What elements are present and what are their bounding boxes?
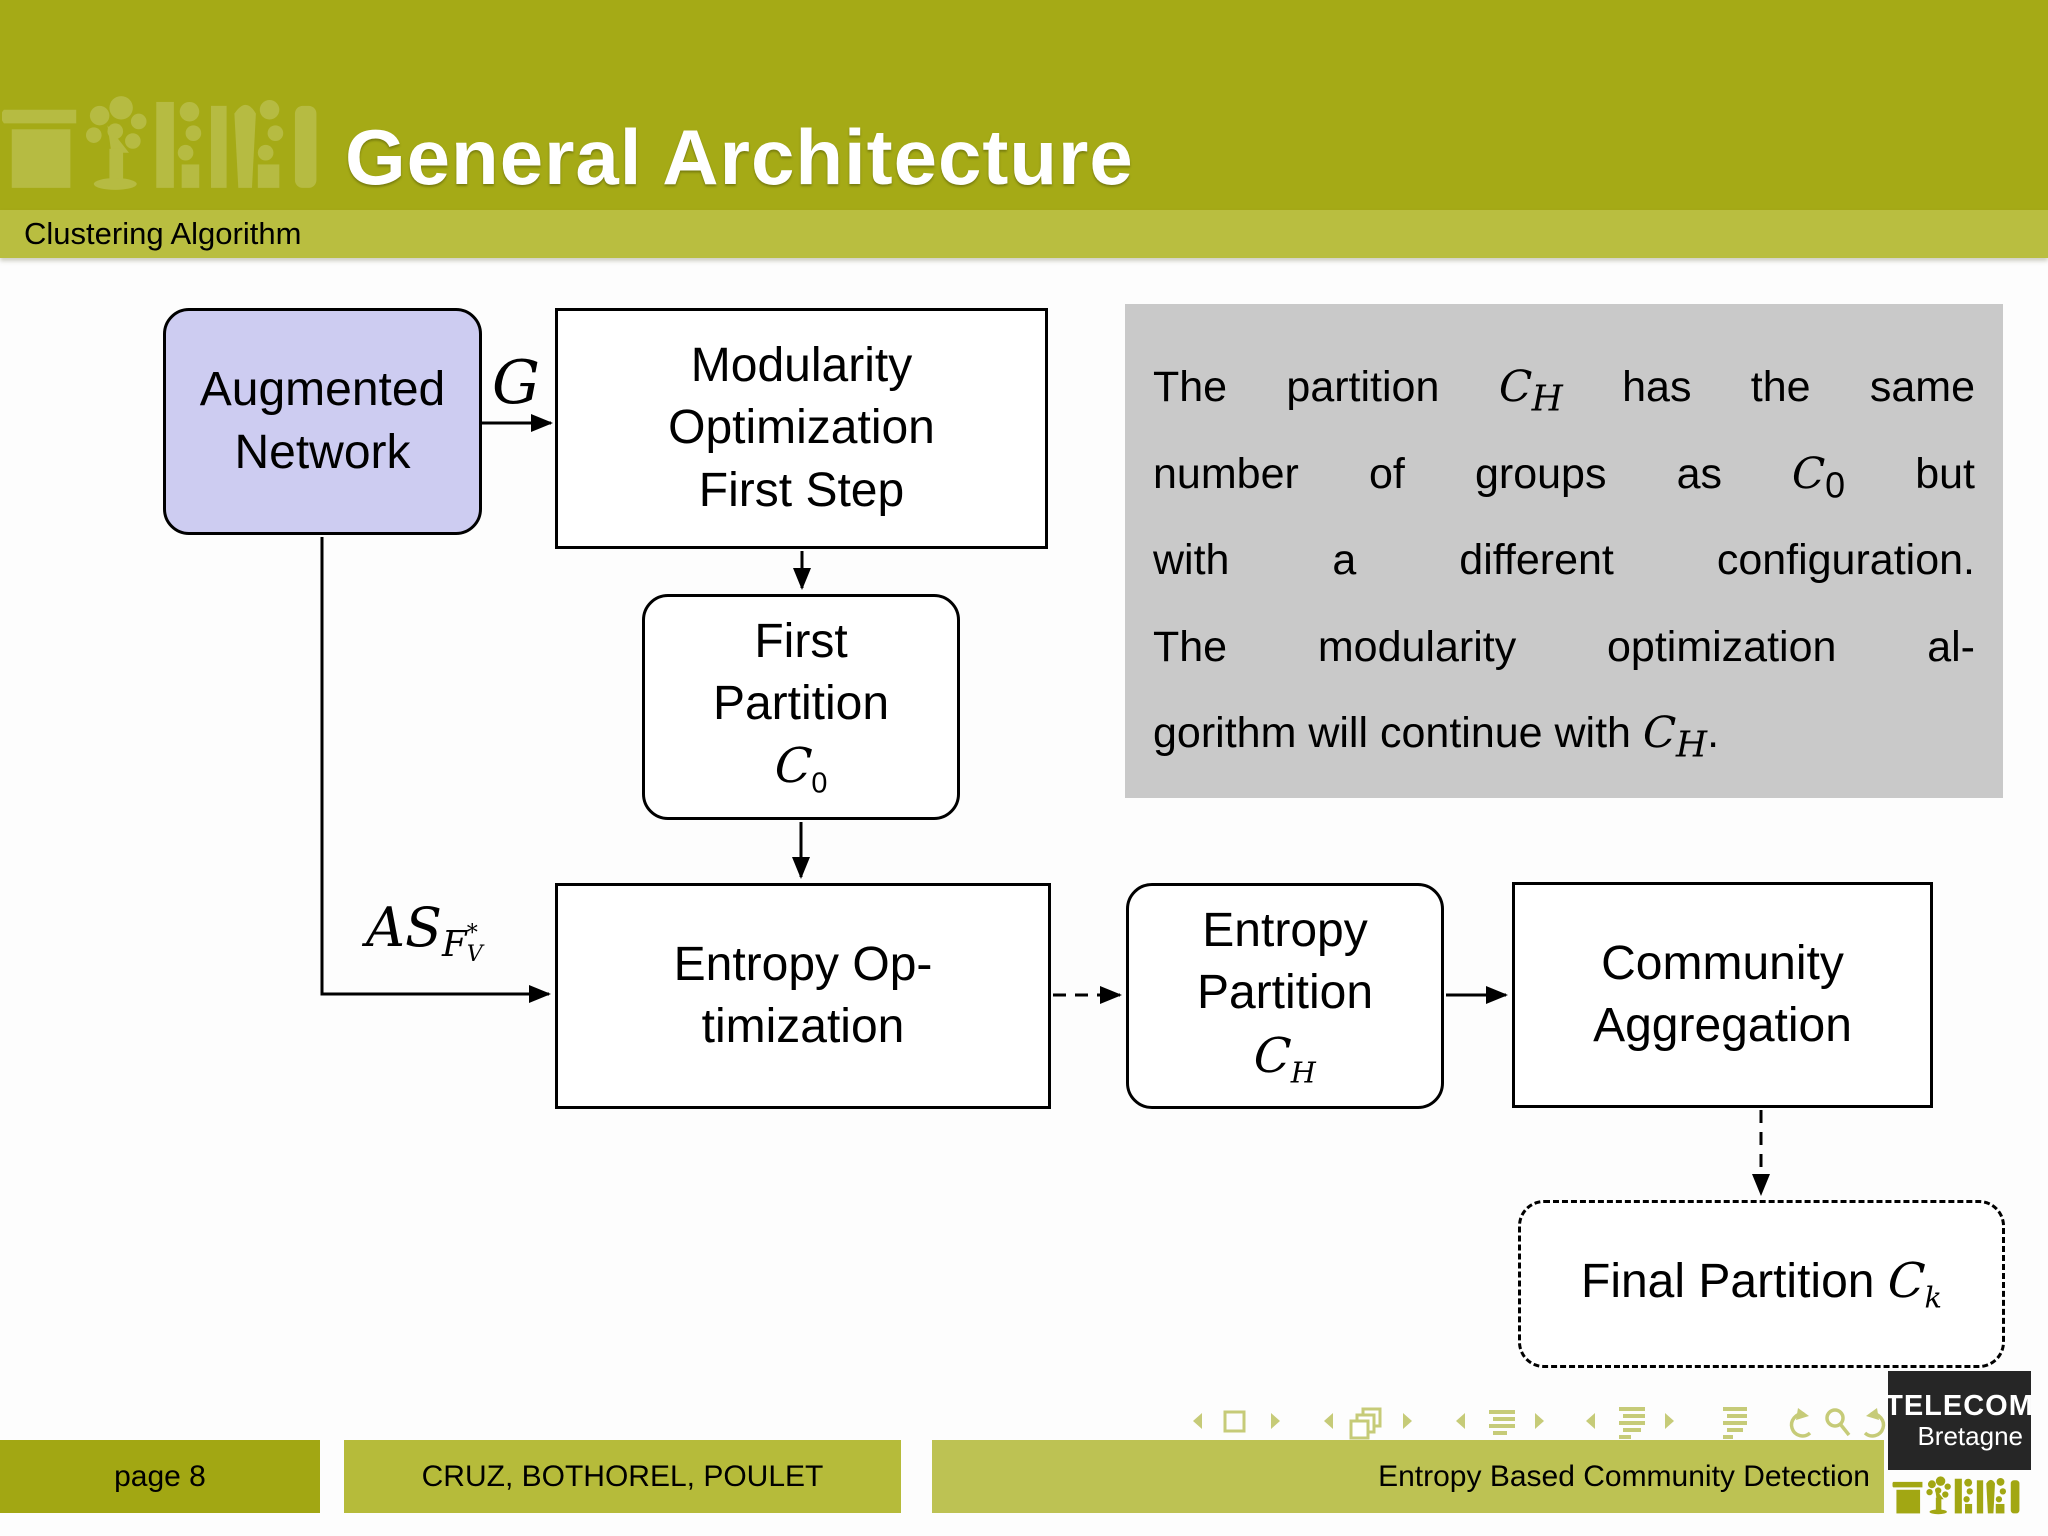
node-final-partition: Final Partition Ck — [1518, 1200, 2005, 1368]
note-box: The partition CH has the same number of … — [1125, 304, 2003, 798]
note-line: gorithm will continue with CH. — [1153, 708, 1720, 766]
node-label: First — [754, 614, 848, 668]
logo-text-bottom: Bretagne — [1917, 1420, 2023, 1451]
telecom-bretagne-logo: TELECOM Bretagne — [1885, 1371, 2034, 1470]
node-first-partition: First Partition C0 — [642, 594, 960, 820]
nav-subsection-icon — [1489, 1410, 1515, 1435]
nav-prev-section-icon — [1586, 1413, 1595, 1429]
nav-search-icon — [1825, 1408, 1851, 1437]
nav-prev-slide-icon — [1193, 1413, 1202, 1429]
nav-section-icon — [1619, 1407, 1645, 1439]
node-label: Community — [1601, 936, 1844, 990]
nav-forward-arrowhead-icon — [1866, 1408, 1879, 1420]
node-label: Aggregation — [1593, 999, 1852, 1052]
nav-next-subsection-icon — [1535, 1413, 1544, 1429]
node-label: Network — [234, 425, 411, 479]
note-line: The partition CH has the same — [1153, 362, 1976, 420]
node-label: Partition — [1196, 966, 1374, 1020]
node-label: Entropy — [1202, 904, 1368, 958]
footer-title-box: Entropy Based Community Detection — [932, 1440, 1884, 1513]
nav-prev-frame-icon — [1324, 1413, 1333, 1429]
nav-frame-icon — [1349, 1407, 1382, 1440]
logo-text-top: TELECOM — [1885, 1389, 2034, 1422]
node-entropy-partition: Entropy Partition CH — [1126, 883, 1444, 1109]
header-bar — [0, 0, 2048, 210]
slide-title: General Architecture — [345, 113, 1134, 201]
node-label: First Step — [698, 463, 905, 517]
beamer-navigation-bar[interactable] — [1183, 1404, 1893, 1444]
node-entropy-optimization: Entropy Op- timization — [555, 883, 1051, 1109]
page-number: page 8 — [114, 1459, 206, 1493]
node-label: Final Partition Ck — [1581, 1253, 1942, 1316]
footer-authors-box: CRUZ, BOTHOREL, POULET — [344, 1440, 901, 1513]
nav-appendix-icon — [1723, 1407, 1747, 1439]
math-symbol-c0: C0 — [772, 738, 828, 800]
node-label: Optimization — [668, 401, 935, 455]
node-label: Augmented — [199, 363, 446, 417]
note-line: number of groups as C0 but — [1153, 448, 1975, 506]
nav-next-section-icon — [1665, 1413, 1674, 1429]
presentation-title: Entropy Based Community Detection — [1378, 1459, 1870, 1493]
node-label: Partition — [712, 676, 890, 730]
nav-slide-icon — [1223, 1410, 1246, 1433]
authors: CRUZ, BOTHOREL, POULET — [421, 1459, 824, 1493]
nav-back-arrowhead-icon — [1796, 1408, 1809, 1420]
node-label: Modularity — [690, 338, 913, 392]
note-line: with a different configuration. — [1153, 536, 1975, 585]
note-line: The modularity optimization al- — [1153, 622, 1975, 671]
nav-next-frame-icon — [1403, 1413, 1412, 1429]
section-bar: Clustering Algorithm — [0, 210, 2048, 258]
nav-next-slide-icon — [1271, 1413, 1280, 1429]
edge-label-g: G — [492, 348, 540, 418]
node-community-aggregation: Community Aggregation — [1512, 882, 1933, 1108]
brand-watermark-icon — [2, 90, 334, 192]
node-modularity-optimization: Modularity Optimization First Step — [555, 308, 1048, 549]
footer-page-box: page 8 — [0, 1440, 320, 1513]
section-label: Clustering Algorithm — [24, 216, 302, 251]
node-augmented-network: Augmented Network — [163, 308, 482, 535]
telecom-bretagne-motif-icon — [1888, 1474, 2031, 1515]
nav-prev-subsection-icon — [1456, 1413, 1465, 1429]
node-label: timization — [701, 1000, 905, 1053]
node-label: Entropy Op- — [673, 937, 933, 991]
math-symbol-ch: CH — [1252, 1027, 1316, 1090]
